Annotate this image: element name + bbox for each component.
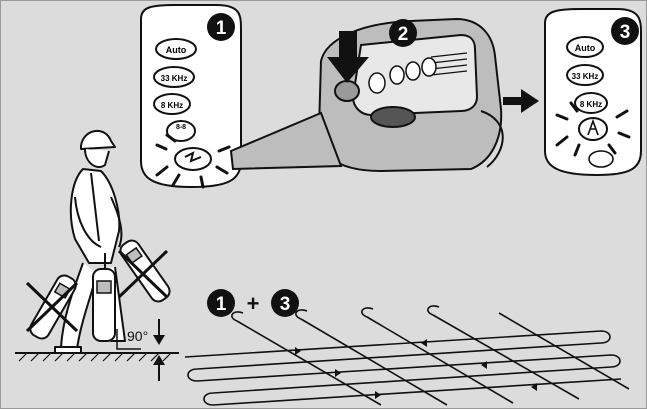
step-1-label: 1 xyxy=(216,18,227,39)
btn-88-left: 8-8 xyxy=(166,120,196,142)
lightning-flash-icon xyxy=(155,133,231,189)
btn-8khz-left: 8 KHz xyxy=(153,93,191,115)
btn-auto-left: Auto xyxy=(155,38,197,60)
device-body xyxy=(229,17,504,173)
step-badge-2: 2 xyxy=(389,19,417,47)
btn-8khz-right: 8 KHz xyxy=(574,92,608,114)
device-tilted-right-crossed xyxy=(117,239,171,303)
ground-line xyxy=(15,352,179,362)
btn-33khz-left: 33 KHz xyxy=(153,66,195,88)
step-badge-3: 3 xyxy=(611,17,639,45)
combo-step-3: 3 xyxy=(271,289,299,317)
combo-plus-label: + xyxy=(247,291,260,316)
panel-right: Auto 33 KHz 8 KHz xyxy=(544,8,642,177)
antenna-signal-icon xyxy=(555,101,631,168)
down-arrow-icon xyxy=(327,31,369,83)
panel-left: Auto 33 KHz 8 KHz 8-8 xyxy=(140,4,242,189)
step-badge-1: 1 xyxy=(207,13,235,41)
btn-8khz-right-label: 8 KHz xyxy=(580,100,602,109)
right-arrow-icon xyxy=(503,89,539,113)
device-tilted-left-crossed xyxy=(25,274,79,340)
height-arrows xyxy=(153,319,165,381)
angle-label: 90° xyxy=(127,328,148,344)
btn-88-left-label: 8-8 xyxy=(176,124,186,131)
btn-33khz-right-label: 33 KHz xyxy=(572,72,599,81)
btn-auto-right-label: Auto xyxy=(575,43,596,53)
search-grid-paths xyxy=(184,305,630,406)
combo-left-label: 1 xyxy=(216,294,227,315)
btn-auto-left-label: Auto xyxy=(166,45,187,55)
angle-indicator: 90° xyxy=(116,328,148,350)
btn-33khz-left-label: 33 KHz xyxy=(161,74,188,83)
btn-auto-right: Auto xyxy=(566,36,604,58)
btn-33khz-right: 33 KHz xyxy=(566,64,604,86)
step-2-label: 2 xyxy=(398,24,409,45)
btn-8khz-left-label: 8 KHz xyxy=(161,101,183,110)
combo-right-label: 3 xyxy=(280,294,291,315)
step-3-label: 3 xyxy=(620,22,631,43)
combo-step-1: 1 xyxy=(207,289,235,317)
device-vertical xyxy=(92,253,116,342)
